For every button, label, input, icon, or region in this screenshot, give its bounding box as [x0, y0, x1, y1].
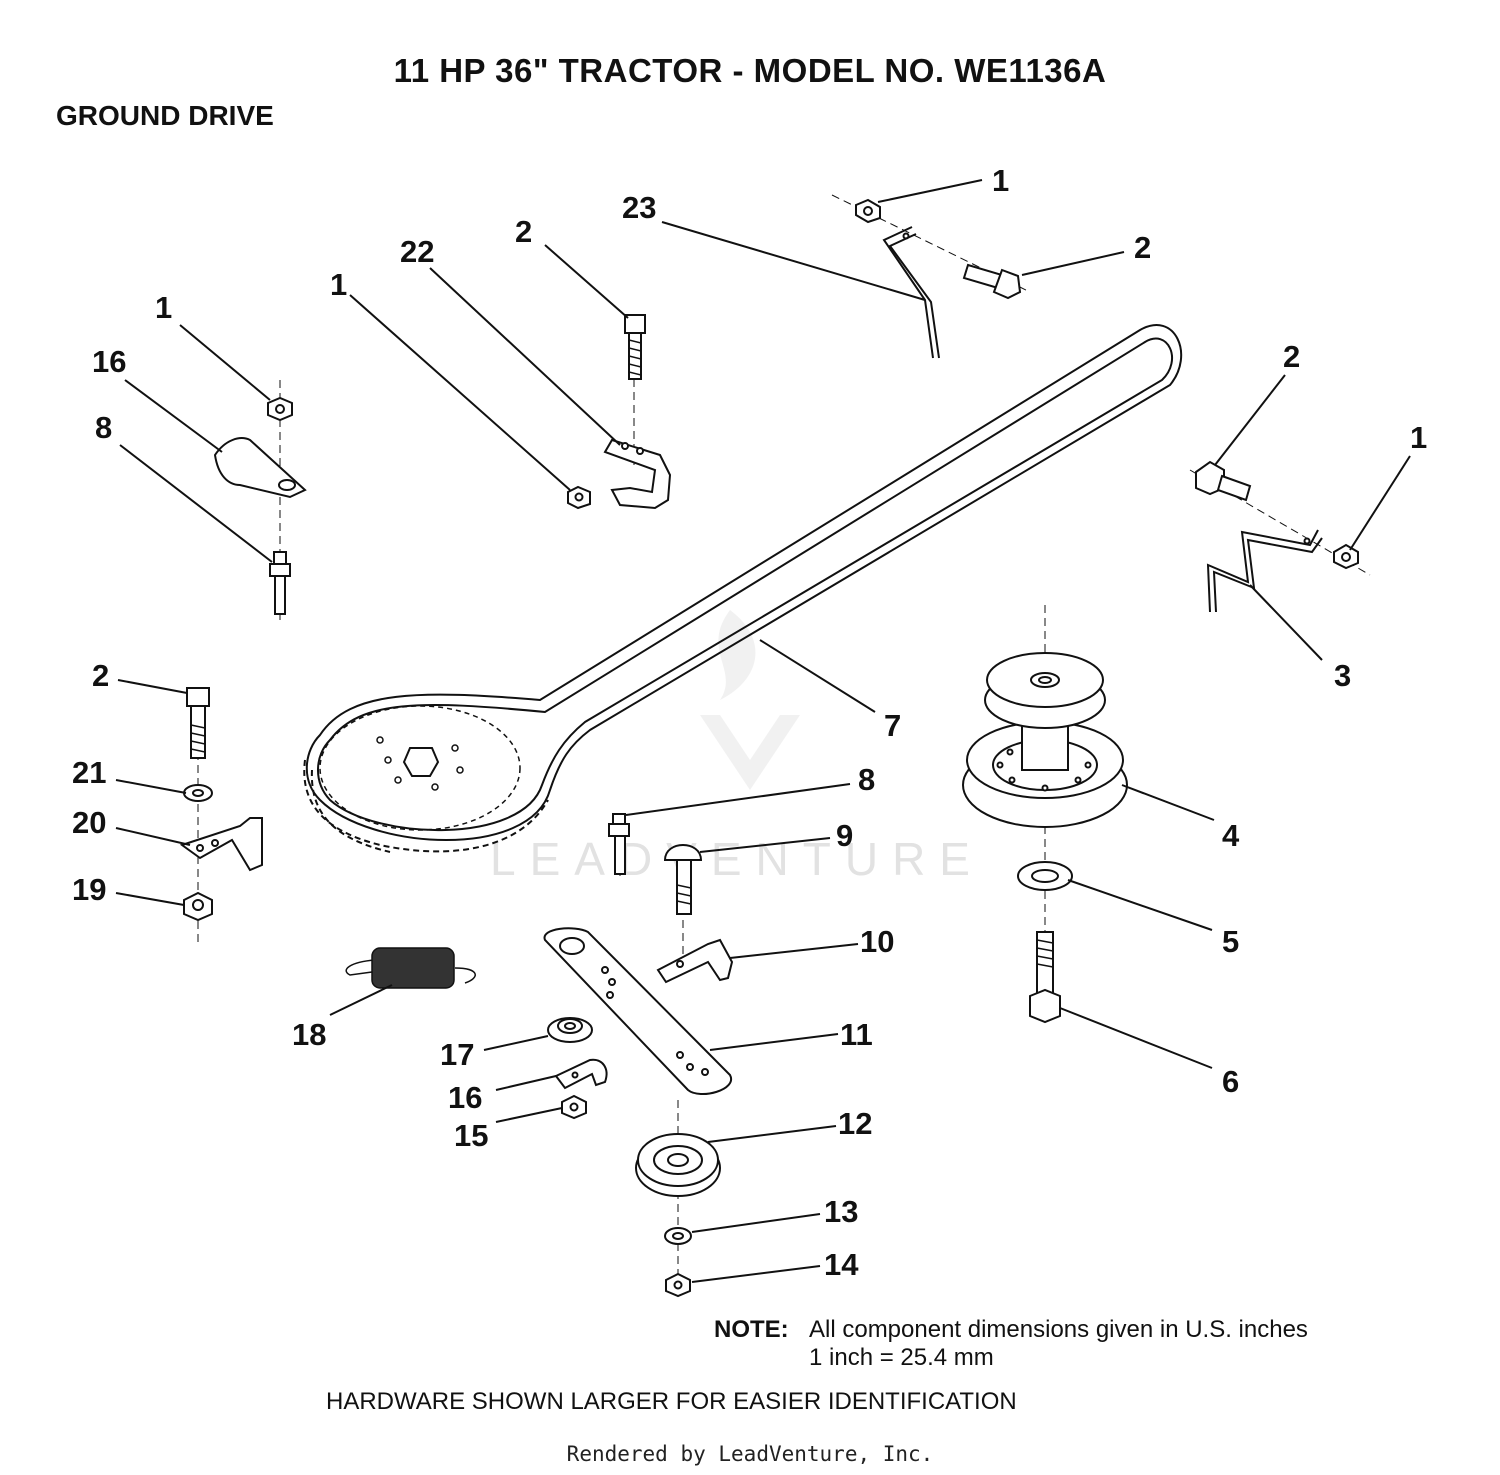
- watermark-text: LEADVENTURE: [490, 833, 984, 885]
- note-line-2: 1 inch = 25.4 mm: [809, 1344, 994, 1371]
- belt-keeper-bracket-22: [603, 438, 672, 510]
- hex-nut: [561, 1094, 587, 1120]
- transaxle-pulley: [319, 705, 521, 831]
- callout-2: 2: [92, 658, 109, 693]
- hex-nut: [665, 1272, 691, 1298]
- flat-washer: [183, 784, 213, 802]
- hex-bolt: [186, 687, 210, 759]
- hex-bolt: [624, 314, 646, 380]
- hex-nut: [1333, 543, 1359, 570]
- hex-lock-nut: [183, 891, 213, 922]
- carriage-bolt: [663, 844, 703, 915]
- flat-washer: [664, 1227, 692, 1245]
- callout-20: 20: [72, 805, 106, 840]
- hex-nut: [267, 396, 293, 422]
- callout-1: 1: [1410, 420, 1427, 455]
- idler-pulley: [635, 1133, 721, 1197]
- spacer-washer: [547, 1017, 593, 1043]
- callout-2: 2: [1283, 339, 1300, 374]
- shoulder-bolt: [608, 813, 630, 875]
- callout-9: 9: [836, 818, 853, 853]
- drive-belt: [303, 324, 1183, 853]
- dimension-note: NOTE: All component dimensions given in U…: [714, 1316, 1308, 1372]
- callout-13: 13: [824, 1194, 858, 1229]
- hex-nut: [855, 198, 881, 224]
- hardware-note: HARDWARE SHOWN LARGER FOR EASIER IDENTIF…: [326, 1388, 1017, 1415]
- callout-leaders: [115, 179, 1411, 1283]
- hex-bolt: [1195, 460, 1252, 502]
- callout-15: 15: [454, 1118, 488, 1153]
- belt-guide-bracket-20: [179, 817, 263, 872]
- callout-2: 2: [1134, 230, 1151, 265]
- callout-3: 3: [1334, 658, 1351, 693]
- belt-guide-16-small: [554, 1058, 608, 1090]
- note-line-1: All component dimensions given in U.S. i…: [809, 1316, 1308, 1343]
- note-label: NOTE:: [714, 1316, 789, 1343]
- page-title: 11 HP 36" TRACTOR - MODEL NO. WE1136A: [393, 52, 1107, 89]
- callout-11: 11: [840, 1017, 873, 1052]
- callout-8: 8: [858, 762, 875, 797]
- callout-7: 7: [884, 708, 901, 743]
- idler-arm-11: [543, 927, 733, 1095]
- callout-18: 18: [292, 1017, 326, 1052]
- shoulder-bolt: [269, 551, 291, 615]
- idler-bracket-10: [656, 938, 734, 984]
- callout-1: 1: [992, 163, 1009, 198]
- belt-guide-16: [213, 437, 307, 499]
- callout-4: 4: [1222, 818, 1240, 853]
- belt-guide-rod-23: [882, 226, 940, 359]
- lock-washer: [1017, 861, 1073, 891]
- callout-17: 17: [440, 1037, 474, 1072]
- callout-14: 14: [824, 1247, 859, 1282]
- belt-guide-rod-3: [1206, 529, 1323, 613]
- callout-16: 16: [448, 1080, 482, 1115]
- engine-pulley: [962, 652, 1128, 828]
- extension-spring: [345, 947, 476, 989]
- section-title: GROUND DRIVE: [56, 100, 274, 131]
- watermark-logo: [700, 610, 800, 790]
- callout-1: 1: [330, 267, 347, 302]
- hex-nut: [567, 485, 591, 510]
- callout-23: 23: [622, 190, 656, 225]
- callout-22: 22: [400, 234, 434, 269]
- hex-bolt: [1029, 931, 1061, 1024]
- callout-6: 6: [1222, 1064, 1239, 1099]
- callout-10: 10: [860, 924, 894, 959]
- callout-19: 19: [72, 872, 106, 907]
- hex-bolt: [962, 263, 1022, 300]
- callout-numbers: 1 2 23 2 22 1 1 16 8 2 1 3 7 2 21 20 19 …: [72, 163, 1427, 1282]
- callout-2: 2: [515, 214, 532, 249]
- callout-21: 21: [72, 755, 106, 790]
- footer-credit: Rendered by LeadVenture, Inc.: [566, 1442, 934, 1466]
- callout-12: 12: [838, 1106, 872, 1141]
- callout-8: 8: [95, 410, 112, 445]
- callout-1: 1: [155, 290, 172, 325]
- callout-5: 5: [1222, 924, 1239, 959]
- callout-16: 16: [92, 344, 126, 379]
